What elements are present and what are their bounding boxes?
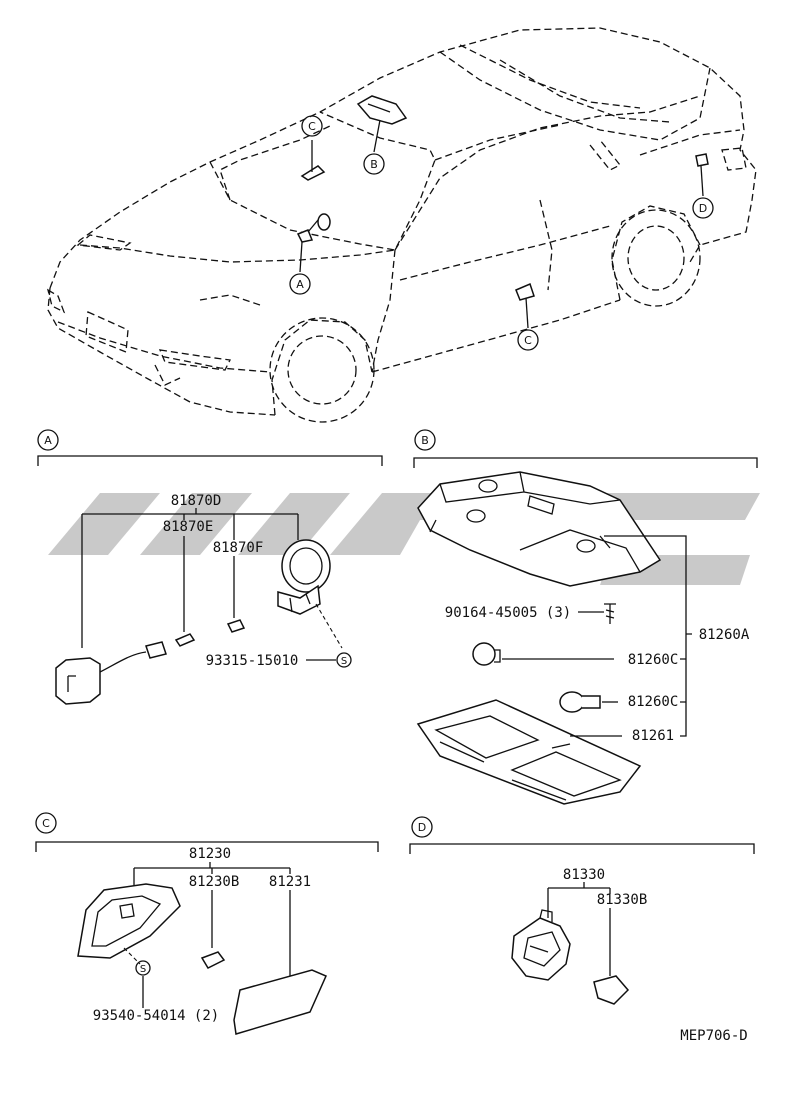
callout-c-lower <box>517 329 539 351</box>
switch-connector <box>55 657 101 705</box>
part-81330-label: 81330 <box>563 867 605 883</box>
section-d-marker-label: D <box>418 821 426 834</box>
car-callouts: C B A C D <box>289 115 714 351</box>
bulb-81870f <box>226 619 246 633</box>
section-d-marker <box>411 816 433 838</box>
callout-c-upper-label: C <box>308 120 316 133</box>
callout-d-car-label: D <box>699 202 707 215</box>
callout-a-car-label: A <box>296 278 304 291</box>
bulb-81870e <box>174 633 196 647</box>
watermark-logo <box>48 493 760 585</box>
lamp-socket-81330 <box>511 909 571 981</box>
part-81231-label: 81231 <box>269 874 311 890</box>
callout-b-car <box>363 153 385 175</box>
part-81870e-label: 81870E <box>163 519 214 535</box>
courtesy-lamp-housing-81230 <box>77 883 181 959</box>
part-81870d-label: 81870D <box>171 493 222 509</box>
section-d: D 81330 81330B <box>409 816 755 1005</box>
part-81230b-label: 81230B <box>189 874 240 890</box>
part-81330b-label: 81330B <box>597 892 648 908</box>
part-90164-45005-label: 90164-45005 (3) <box>445 605 571 621</box>
screw-90164 <box>604 603 616 624</box>
bulb-81260c-wedge <box>559 691 601 713</box>
screw-symbol-c-label: S <box>140 964 146 975</box>
callout-a-car <box>289 273 311 295</box>
section-a-marker <box>37 429 59 451</box>
callout-b-car-label: B <box>370 158 378 171</box>
car-part-markers <box>296 95 709 301</box>
part-81260a-label: 81260A <box>699 627 750 643</box>
bulb-81260c-round <box>472 642 501 666</box>
section-c: C 81230 81230B 81231 S 93540-54014 (2) <box>35 812 379 1035</box>
map-lamp-housing-81260a <box>417 471 662 587</box>
screw-symbol-c <box>135 960 151 976</box>
part-81260c-label-2: 81260C <box>628 694 679 710</box>
section-a-marker-label: A <box>44 434 52 447</box>
section-b-marker <box>414 429 436 451</box>
bulb-81230b <box>200 951 226 969</box>
section-b: B 90164-45005 (3) 81260C <box>413 429 758 805</box>
part-93315-15010-label: 93315-15010 <box>206 653 299 669</box>
callout-c-upper <box>301 115 323 137</box>
screw-symbol-a-label: S <box>341 656 347 667</box>
car-phantom-view <box>46 27 757 423</box>
diagram-code: MEP706-D <box>680 1028 747 1044</box>
part-81230-label: 81230 <box>189 846 231 862</box>
callout-c-lower-label: C <box>524 334 532 347</box>
lamp-ring-81870d <box>277 539 331 615</box>
lens-cover-81261 <box>416 699 642 805</box>
callout-d-car <box>692 197 714 219</box>
section-b-marker-label: B <box>421 434 429 447</box>
section-c-marker-label: C <box>42 817 50 830</box>
section-a: A 81870D 81870E 81870F 93315-15010 S <box>37 429 383 705</box>
section-c-marker <box>35 812 57 834</box>
screw-symbol-a <box>336 652 352 668</box>
lens-81231 <box>233 969 327 1035</box>
part-81870f-label: 81870F <box>213 540 264 556</box>
bulb-81330b <box>593 975 630 1005</box>
part-93540-54014-label: 93540-54014 (2) <box>93 1008 219 1024</box>
part-81260c-label-1: 81260C <box>628 652 679 668</box>
part-81261-label: 81261 <box>632 728 674 744</box>
